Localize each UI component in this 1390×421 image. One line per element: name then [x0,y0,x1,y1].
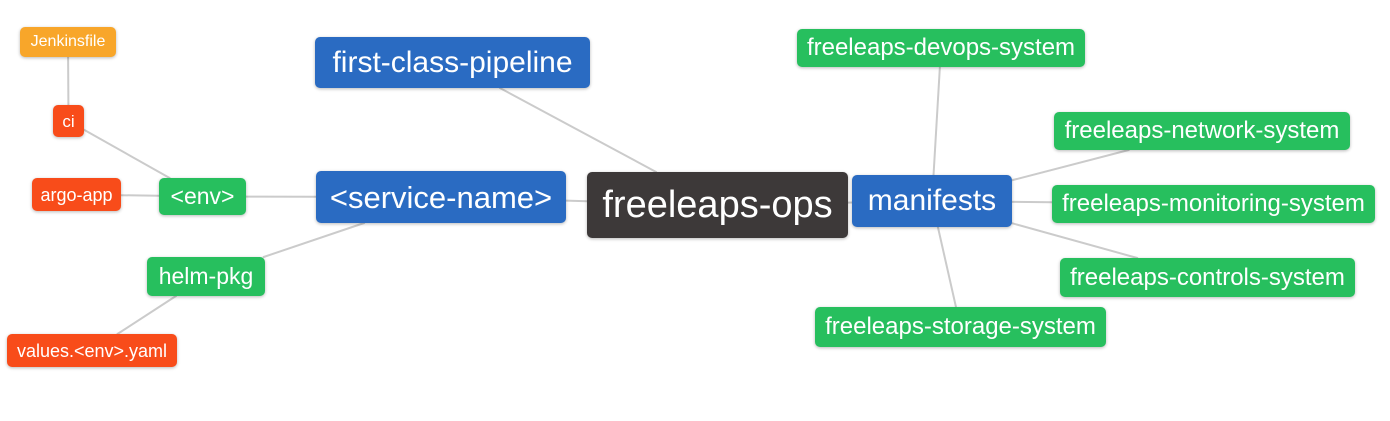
node-freeleaps-network-system[interactable]: freeleaps-network-system [1054,112,1350,150]
edge-service-name-freeleaps-ops [565,199,588,203]
node-helm-pkg[interactable]: helm-pkg [147,257,265,296]
edge-argo-app-env [120,194,160,197]
edge-manifests-freeleaps-storage-system [936,226,957,308]
node-values-env-yaml[interactable]: values.<env>.yaml [7,334,177,367]
node-jenkinsfile[interactable]: Jenkinsfile [20,27,116,57]
node-first-class-pipeline[interactable]: first-class-pipeline [315,37,590,88]
node-freeleaps-monitoring-system[interactable]: freeleaps-monitoring-system [1052,185,1375,223]
node-service-name[interactable]: <service-name> [316,171,566,223]
edge-manifests-freeleaps-controls-system [1011,222,1139,259]
node-freeleaps-ops[interactable]: freeleaps-ops [587,172,848,238]
node-ci[interactable]: ci [53,105,84,137]
node-freeleaps-storage-system[interactable]: freeleaps-storage-system [815,307,1106,347]
node-freeleaps-devops-system[interactable]: freeleaps-devops-system [797,29,1085,67]
edge-manifests-freeleaps-network-system [1011,149,1130,182]
node-env[interactable]: <env> [159,178,246,215]
edge-helm-pkg-service-name [262,222,366,258]
node-manifests[interactable]: manifests [852,175,1012,227]
edge-first-class-pipeline-freeleaps-ops [498,87,658,173]
node-argo-app[interactable]: argo-app [32,178,121,211]
node-freeleaps-controls-system[interactable]: freeleaps-controls-system [1060,258,1355,297]
edge-manifests-freeleaps-devops-system [932,66,941,176]
edge-ci-env [83,128,171,179]
edge-values-env-yaml-helm-pkg [116,295,177,335]
